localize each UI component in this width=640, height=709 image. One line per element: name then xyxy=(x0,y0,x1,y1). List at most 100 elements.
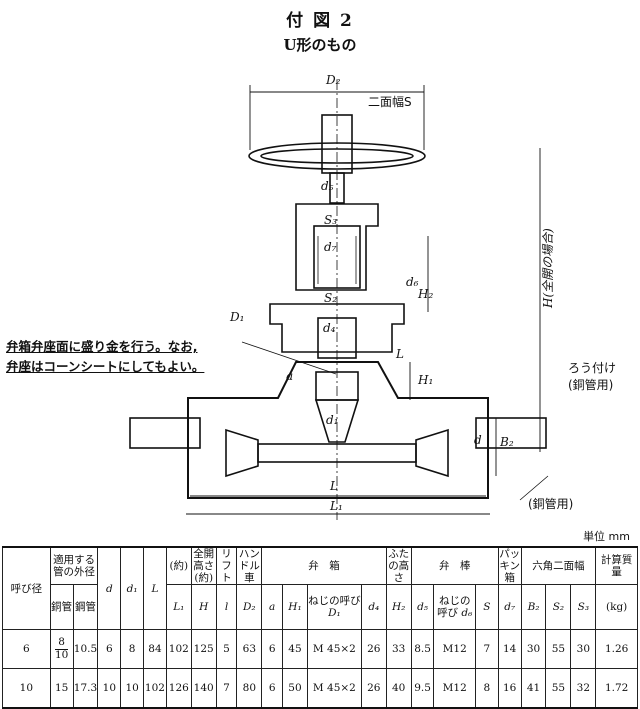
cell-D2: 80 xyxy=(236,668,263,709)
cell-d7: 16 xyxy=(497,668,522,709)
cell-d6: M12 xyxy=(433,629,476,670)
cell-yobi: 10 xyxy=(2,668,51,709)
th-H: H xyxy=(190,584,217,631)
th-keisan: 計算質量 xyxy=(595,546,638,586)
cell-S2: 55 xyxy=(545,629,572,670)
cell-d4: 26 xyxy=(360,668,387,709)
cell-koukan: 10.5 xyxy=(72,629,99,670)
label-dokan-upper: (銅管用) xyxy=(568,377,613,392)
cell-doukan: 15 xyxy=(49,668,74,709)
cell-S3: 32 xyxy=(570,668,597,709)
th-D1-symbol: D₁ xyxy=(328,607,341,620)
th-D2: D₂ xyxy=(236,584,263,631)
cell-H1: 50 xyxy=(282,668,308,709)
cell-d5: 9.5 xyxy=(410,668,435,709)
th-a: a xyxy=(261,584,284,631)
th-d7: d₇ xyxy=(497,584,522,631)
label-a: a xyxy=(286,369,293,383)
th-yaku: (約) xyxy=(165,546,192,586)
th-d6-caption: ねじの呼び xyxy=(437,595,471,620)
th-benbou: 弁 棒 xyxy=(410,546,499,586)
cell-D2: 63 xyxy=(236,629,263,670)
cell-L: 102 xyxy=(143,668,167,709)
th-handle: ハンドル車 xyxy=(236,546,263,586)
th-lift: リフト xyxy=(215,546,238,586)
th-rokkaku: 六角二面幅 xyxy=(520,546,597,586)
label-S3: S₃ xyxy=(324,213,337,227)
label-H1: H₁ xyxy=(417,373,433,387)
th-kg: (kg) xyxy=(595,584,638,631)
th-S: S xyxy=(474,584,499,631)
cell-B2: 41 xyxy=(520,668,547,709)
cell-d7: 14 xyxy=(497,629,522,670)
cell-d6: M12 xyxy=(433,668,476,709)
cell-d: 10 xyxy=(97,668,122,709)
unit-label: 単位 mm xyxy=(583,530,630,543)
cell-doukan-top: 8 xyxy=(54,637,69,650)
spec-table: 呼び径 適用する管の外径 d d₁ L (約) 全開高さ(約) リフト ハンドル… xyxy=(2,546,638,709)
label-S2: S₂ xyxy=(324,291,337,305)
th-L: L xyxy=(143,546,167,631)
th-packing: パッキン箱 xyxy=(497,546,522,586)
th-tekiyo: 適用する管の外径 xyxy=(49,546,99,586)
cell-D1: M 45×2 xyxy=(306,629,362,670)
cell-S3: 30 xyxy=(570,629,597,670)
th-H2: H₂ xyxy=(385,584,412,631)
label-H2: H₂ xyxy=(417,287,433,301)
label-dokan-lower: (銅管用) xyxy=(528,496,573,511)
cell-d4: 26 xyxy=(360,629,387,670)
label-H: H(全開の場合) xyxy=(541,228,555,309)
th-L1: L₁ xyxy=(165,584,192,631)
label-l: L xyxy=(395,347,404,361)
cell-H: 140 xyxy=(190,668,217,709)
label-D2: D₂ xyxy=(325,73,341,87)
th-benbako: 弁 箱 xyxy=(261,546,387,586)
label-d: d xyxy=(474,433,482,447)
cell-a: 6 xyxy=(261,629,284,670)
th-koukan: 鋼管 xyxy=(72,584,99,631)
cell-d5: 8.5 xyxy=(410,629,435,670)
cell-kg: 1.26 xyxy=(595,629,638,670)
figure-title: 付 図 2 xyxy=(286,11,354,31)
label-rouzuke: ろう付け xyxy=(568,361,616,375)
figure-subtitle: U形のもの xyxy=(283,36,357,54)
cell-l: 7 xyxy=(215,668,238,709)
cell-S: 8 xyxy=(474,668,499,709)
th-zenkai: 全開高さ(約) xyxy=(190,546,217,586)
label-L: L xyxy=(329,479,338,493)
cell-yobi: 6 xyxy=(2,629,51,670)
cell-d1: 10 xyxy=(120,668,145,709)
th-l: l xyxy=(215,584,238,631)
th-d: d xyxy=(97,546,122,631)
note-line-1: 弁箱弁座面に盛り金を行う。なお, xyxy=(6,339,198,354)
label-nifuku-S: 二面幅S xyxy=(368,94,412,109)
cell-S2: 55 xyxy=(545,668,572,709)
cell-L1: 102 xyxy=(165,629,192,670)
th-D1-caption: ねじの呼び xyxy=(308,595,361,608)
label-d1: d₁ xyxy=(326,413,339,427)
cell-L1: 126 xyxy=(165,668,192,709)
th-d6: ねじの呼び d₆ xyxy=(433,584,476,631)
cell-koukan: 17.3 xyxy=(72,668,99,709)
cell-kg: 1.72 xyxy=(595,668,638,709)
cell-l: 5 xyxy=(215,629,238,670)
cell-H2: 33 xyxy=(385,629,412,670)
cell-H1: 45 xyxy=(282,629,308,670)
cell-d: 6 xyxy=(97,629,122,670)
th-H1: H₁ xyxy=(282,584,308,631)
cell-H: 125 xyxy=(190,629,217,670)
th-D1: ねじの呼び D₁ xyxy=(306,584,362,631)
note-line-2: 弁座はコーンシートにしてもよい。 xyxy=(6,359,205,374)
cell-d1: 8 xyxy=(120,629,145,670)
th-d6-symbol: d₆ xyxy=(461,607,473,620)
th-d4: d₄ xyxy=(360,584,387,631)
label-d4: d₄ xyxy=(323,321,336,335)
cell-S: 7 xyxy=(474,629,499,670)
th-B2: B₂ xyxy=(520,584,547,631)
table-row: 10 15 17.3 10 10 102 126 140 7 80 6 50 M… xyxy=(2,668,638,709)
th-d1: d₁ xyxy=(120,546,145,631)
label-d5: d₅ xyxy=(321,179,334,193)
th-S3: S₃ xyxy=(570,584,597,631)
